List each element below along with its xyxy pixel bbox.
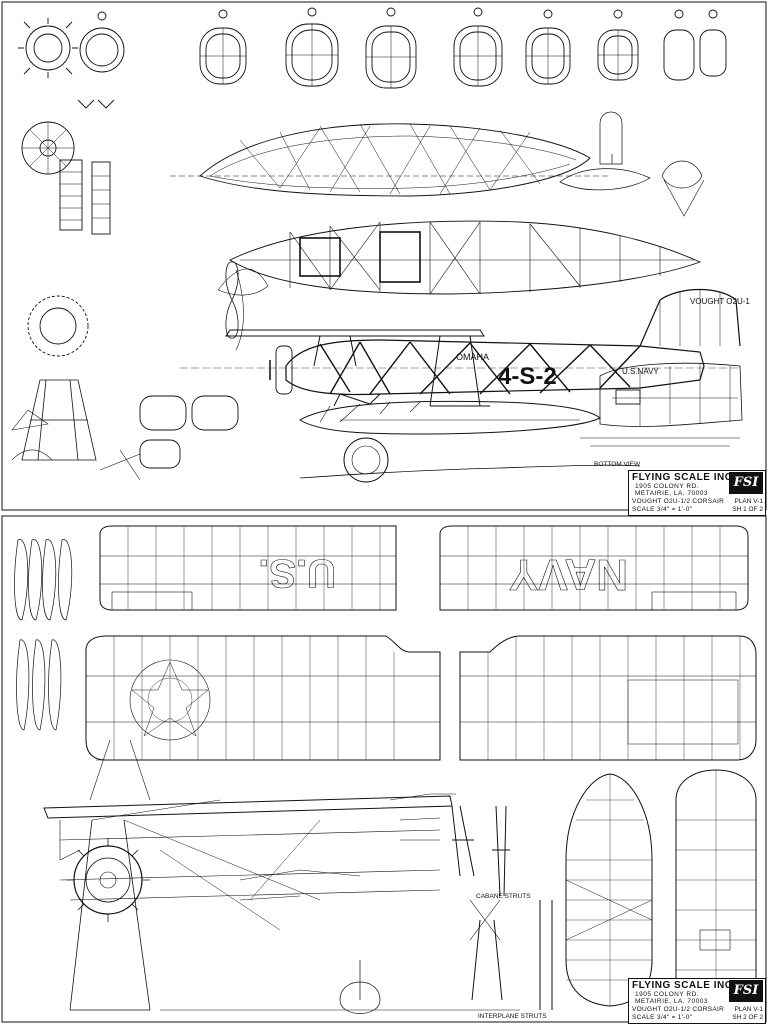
formers-row: [97, 7, 727, 89]
upper-wing-plan: [99, 525, 749, 611]
side-view: [180, 261, 741, 483]
cowl-ring-section: [18, 18, 78, 78]
bottom-view-label: BOTTOM VIEW: [594, 461, 641, 468]
plan-number: PLAN V-1: [734, 498, 763, 505]
struts: [451, 805, 553, 1010]
model-name: VOUGHT O2U-1/2 CORSAIR: [632, 498, 725, 505]
sheet-2-border: [1, 515, 767, 1023]
address-line-2: METAIRIE, LA. 70003: [635, 998, 708, 1005]
scale-text: SCALE 3/4" = 1'-0": [632, 506, 693, 513]
lower-wing-plan: [85, 635, 757, 761]
rudder-fin: [565, 773, 653, 1007]
upper-wing-right-lettering: NAVY: [509, 550, 628, 599]
fsi-logo: FSI: [729, 472, 763, 494]
elevator-stab: [675, 769, 757, 1001]
fuselage-lettering: OMAHA: [456, 352, 489, 362]
upper-wing-left-lettering: U.S.: [258, 551, 336, 595]
detail-sketches: [99, 268, 269, 481]
upper-right-details: [559, 111, 705, 217]
interplane-struts-label: INTERPLANE STRUTS: [478, 1013, 547, 1020]
company-name: FLYING SCALE INC: [632, 472, 733, 483]
fsi-logo: FSI: [729, 980, 763, 1002]
tail-model-text: VOUGHT O2U-1: [690, 297, 750, 306]
sheet-2: U.S. NAVY: [1, 515, 767, 1023]
model-name: VOUGHT O2U-1/2 CORSAIR: [632, 1006, 725, 1013]
title-block-sheet-1: FLYING SCALE INC 1905 COLONY RD. METAIRI…: [628, 470, 766, 516]
float-bottom-view: [580, 362, 743, 447]
sheet-number: SH 1 OF 2: [732, 506, 763, 513]
plan-number: PLAN V-1: [734, 1006, 763, 1013]
tailplane-center: [239, 793, 456, 901]
cabane-struts-label: CABANE STRUTS: [476, 893, 531, 900]
sheet-1: 4-S-2 OMAHA VOUGHT O2U-1 U.S.NAVY BOTTOM…: [1, 1, 767, 511]
tail-navy-text: U.S.NAVY: [622, 367, 659, 376]
float-top-view: [229, 220, 702, 295]
rib-templates: [14, 539, 73, 731]
cowl-detail-left: [11, 99, 115, 461]
sheet-1-border: [1, 1, 767, 511]
title-block-sheet-2: FLYING SCALE INC 1905 COLONY RD. METAIRI…: [628, 978, 766, 1024]
former-circle-1: [79, 27, 125, 73]
sheet-number: SH 2 OF 2: [732, 1014, 763, 1021]
address-line-1: 1905 COLONY RD.: [635, 483, 700, 490]
address-line-2: METAIRIE, LA. 70003: [635, 490, 708, 497]
address-line-1: 1905 COLONY RD.: [635, 991, 700, 998]
fuselage-formers-row: [18, 7, 727, 89]
fuselage-top-view: [170, 123, 610, 197]
fuselage-registration: 4-S-2: [498, 363, 557, 390]
company-name: FLYING SCALE INC: [632, 980, 733, 991]
scale-text: SCALE 3/4" = 1'-0": [632, 1014, 693, 1021]
front-view: [43, 739, 520, 1014]
